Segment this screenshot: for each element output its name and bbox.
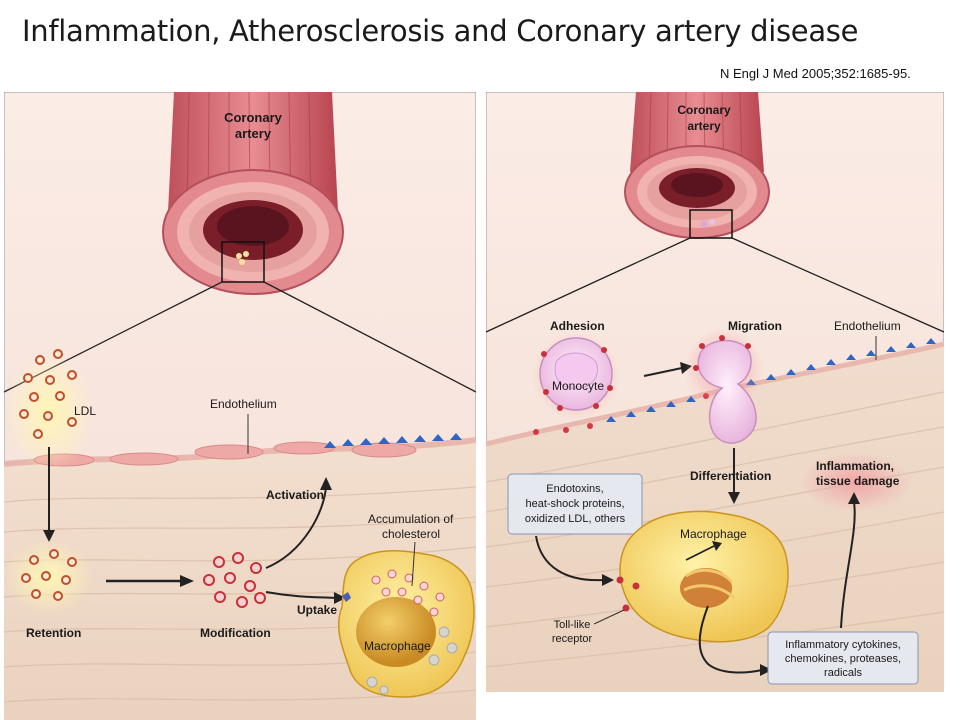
page-title: Inflammation, Atherosclerosis and Corona… bbox=[22, 14, 859, 48]
zoom-box bbox=[689, 209, 733, 239]
endotoxins-box bbox=[507, 473, 643, 535]
artery-label-line1: Coronary bbox=[677, 103, 731, 117]
left-panel: Coronary artery LDL Endothelium Retentio… bbox=[4, 92, 476, 720]
endothelium-label: Endothelium bbox=[210, 397, 277, 411]
activation-label: Activation bbox=[266, 488, 324, 502]
cytokines-box bbox=[767, 631, 919, 685]
left-illustration: Coronary artery LDL Endothelium Retentio… bbox=[4, 92, 476, 720]
inflammation-label-line2: tissue damage bbox=[816, 474, 900, 488]
right-panel: Coronary artery Adhesion Migration Endot… bbox=[486, 92, 944, 692]
migrating-monocyte bbox=[684, 328, 764, 444]
ldl-label: LDL bbox=[74, 404, 96, 418]
right-illustration: Coronary artery Adhesion Migration Endot… bbox=[486, 92, 944, 692]
monocyte-cell bbox=[532, 332, 620, 420]
macrophage-label: Macrophage bbox=[680, 527, 747, 541]
modified-ldl-particles bbox=[203, 552, 266, 608]
endotoxins-line2: heat-shock proteins, bbox=[525, 498, 624, 510]
artery-label-line2: artery bbox=[687, 119, 721, 133]
endotoxins-line1: Endotoxins, bbox=[546, 483, 603, 495]
endothelium-label: Endothelium bbox=[834, 319, 901, 333]
retention-particles bbox=[4, 539, 94, 615]
uptake-label: Uptake bbox=[297, 603, 337, 617]
macrophage-cell bbox=[337, 550, 475, 698]
adhesion-label: Adhesion bbox=[550, 319, 605, 333]
accumulation-label-line1: Accumulation of bbox=[368, 512, 454, 526]
monocyte-label: Monocyte bbox=[552, 379, 604, 393]
coronary-artery bbox=[624, 92, 770, 239]
cytokines-line1: Inflammatory cytokines, bbox=[785, 639, 901, 651]
differentiation-label: Differentiation bbox=[690, 469, 771, 483]
zoom-box bbox=[221, 241, 265, 283]
inflammation-label-line1: Inflammation, bbox=[816, 459, 894, 473]
coronary-artery bbox=[162, 92, 344, 295]
artery-label-line1: Coronary bbox=[224, 110, 283, 125]
macrophage-label: Macrophage bbox=[364, 639, 431, 653]
migration-label: Migration bbox=[728, 319, 782, 333]
toll-label-line1: Toll-like bbox=[554, 619, 591, 631]
citation: N Engl J Med 2005;352:1685-95. bbox=[720, 66, 911, 81]
ldl-particles bbox=[4, 349, 94, 472]
toll-label-line2: receptor bbox=[552, 633, 593, 645]
modification-label: Modification bbox=[200, 626, 271, 640]
cytokines-line3: radicals bbox=[824, 667, 862, 679]
macrophage-cell bbox=[616, 510, 789, 643]
cytokines-line2: chemokines, proteases, bbox=[785, 653, 901, 665]
retention-label: Retention bbox=[26, 626, 81, 640]
artery-label-line2: artery bbox=[235, 126, 272, 141]
endotoxins-line3: oxidized LDL, others bbox=[525, 513, 626, 525]
accumulation-label-line2: cholesterol bbox=[382, 527, 440, 541]
